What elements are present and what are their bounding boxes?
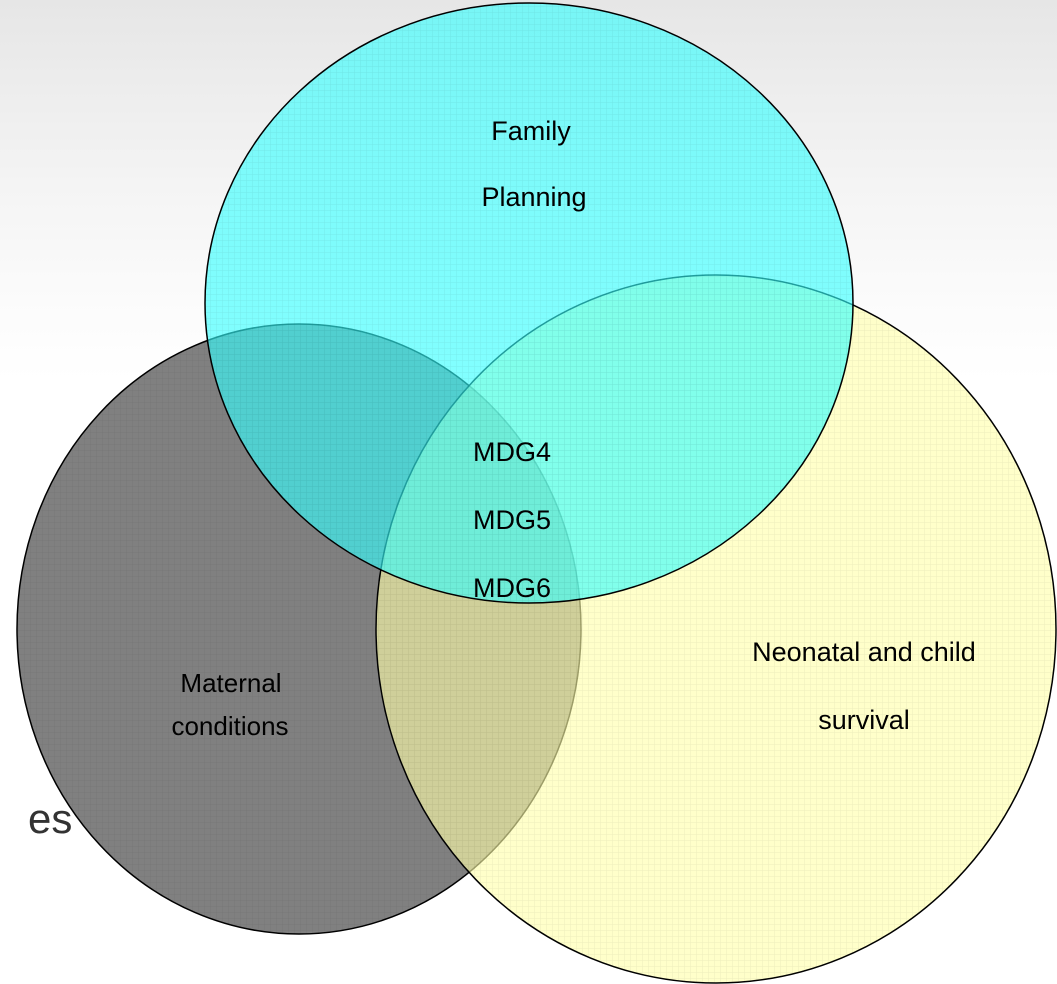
neonatal-label-line-2: survival xyxy=(818,705,910,735)
partial-background-text: es xyxy=(28,795,73,842)
family-planning-label-line-2: Planning xyxy=(481,182,586,212)
mdg-label-1: MDG4 xyxy=(473,437,551,467)
neonatal-label-line-1: Neonatal and child xyxy=(752,637,976,667)
family-planning-grid-texture xyxy=(205,3,853,603)
mdg-label-2: MDG5 xyxy=(473,505,551,535)
family-planning-label-line-1: Family xyxy=(491,116,571,146)
mdg-label-3: MDG6 xyxy=(473,573,551,603)
maternal-conditions-label-line-1: Maternal xyxy=(180,668,281,698)
maternal-conditions-label-line-2: conditions xyxy=(171,711,288,741)
